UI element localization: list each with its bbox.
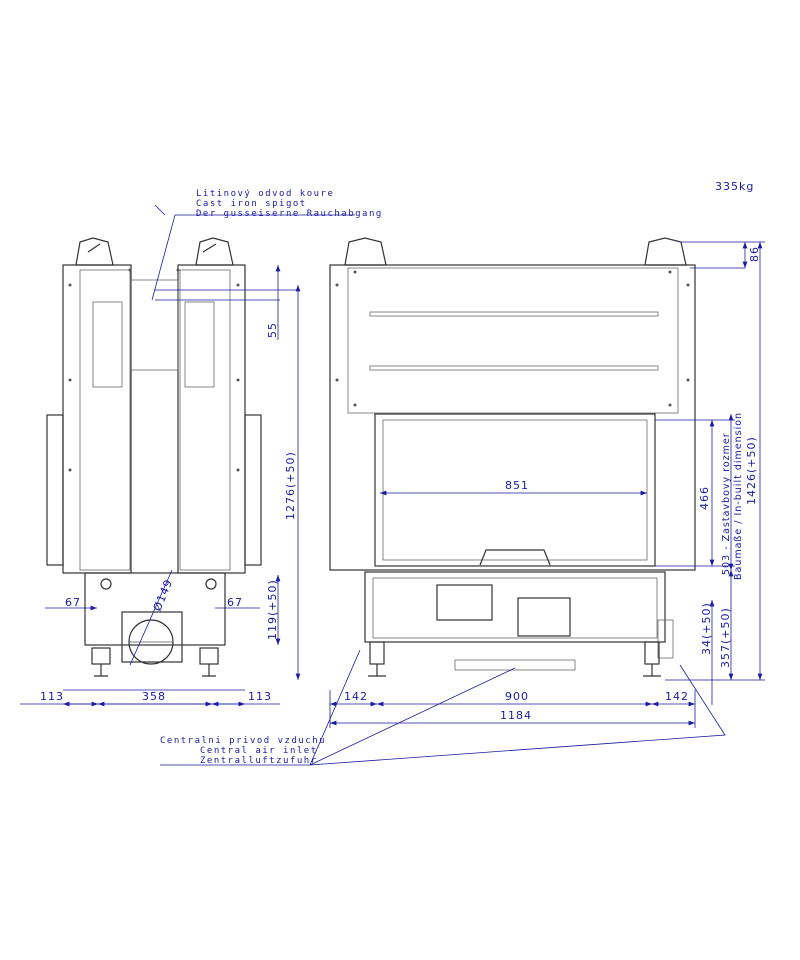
air-inlet-note: Centralni privod vzduchu Central air inl… [160, 736, 326, 766]
weight-label: 335kg [715, 180, 754, 193]
side-view-dimensions: 113 358 113 67 67 Ø149 55 1276(+50) 119(… [20, 204, 355, 707]
dim-top-height: 86 [748, 246, 761, 262]
spigot-note-cz: Litinový odvod koure [196, 189, 334, 199]
dim-front-left: 142 [344, 690, 368, 703]
dim-side-height: 1276(+50) [284, 451, 297, 520]
dim-front-right: 142 [665, 690, 689, 703]
dim-side-right: 113 [248, 690, 272, 703]
dim-base-357: 357(+50) [719, 607, 732, 668]
dim-side-67-left: 67 [65, 596, 81, 609]
dim-side-left: 113 [40, 690, 64, 703]
dim-inbuilt: 503 - Zastavbovy rozmer [721, 432, 732, 575]
air-inlet-note-de: Zentralluftzufuhr [200, 756, 318, 766]
front-view [329, 237, 696, 677]
dim-glass-width: 851 [505, 479, 529, 492]
dim-front-inner: 900 [505, 690, 529, 703]
dim-inlet-height: 119(+50) [266, 579, 279, 640]
spigot-note: Litinový odvod koure Cast iron spigot De… [196, 189, 383, 219]
dim-front-total: 1184 [500, 709, 532, 722]
dim-side-depth: 358 [142, 690, 166, 703]
air-inlet-note-en: Central air inlet [200, 746, 318, 756]
dim-pipe-diameter: Ø149 [151, 577, 176, 613]
spigot-note-en: Cast iron spigot [196, 199, 307, 209]
dim-base-34: 34(+50) [700, 602, 713, 655]
dim-total-height: 1426(+50) [745, 436, 758, 505]
side-view [46, 237, 262, 677]
air-inlet-note-cz: Centralni privod vzduchu [160, 736, 326, 746]
dim-spigot: 55 [266, 322, 279, 338]
dim-side-67-right: 67 [227, 596, 243, 609]
spigot-note-de: Der gusseiserne Rauchabgang [196, 209, 383, 219]
dim-glass-height: 466 [698, 486, 711, 510]
front-view-dimensions: 335kg 851 86 466 503 - Zastavbovy rozmer… [160, 180, 765, 766]
dim-inbuilt-2: Baumaße / In-built dimension [733, 412, 744, 580]
